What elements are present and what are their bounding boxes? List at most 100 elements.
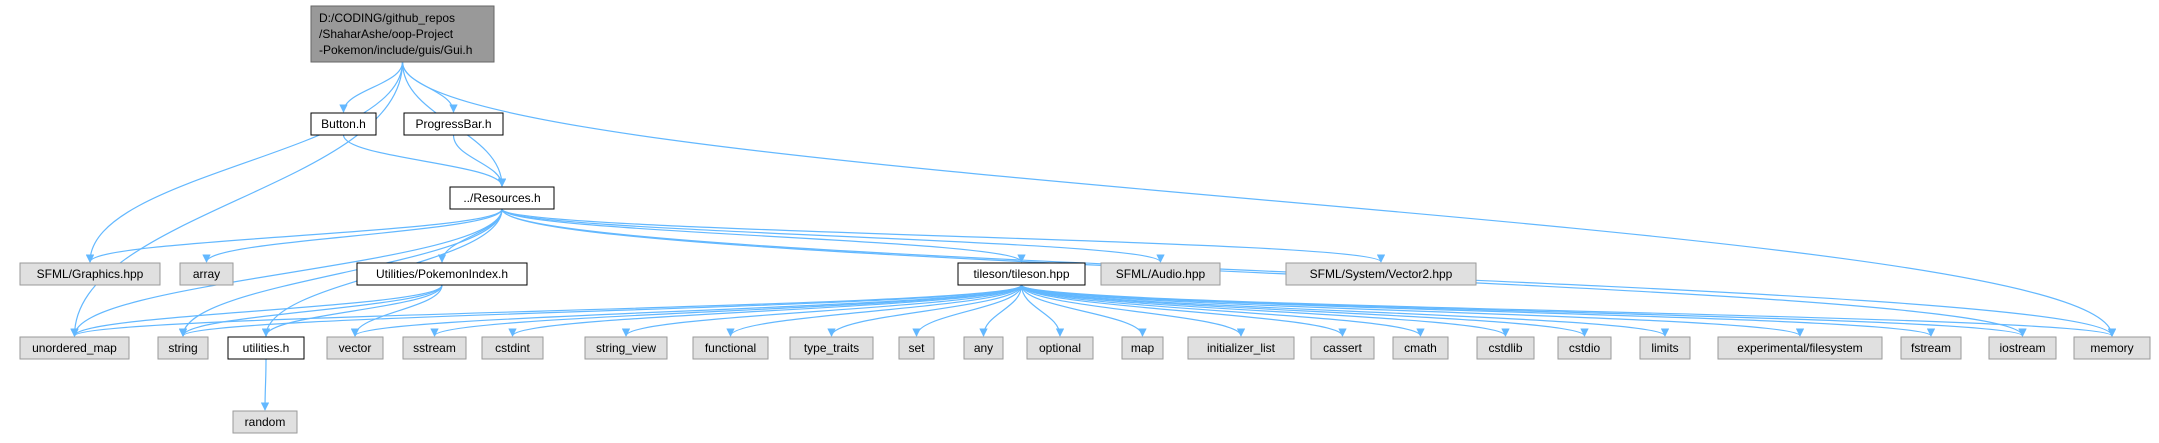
node-box <box>449 186 555 210</box>
node-resources[interactable]: ../Resources.h <box>449 186 555 210</box>
edge-tileson-to-filesystem <box>1020 284 1804 337</box>
node-box <box>1900 336 1962 360</box>
node-label-line: /ShaharAshe/oop-Project <box>319 27 454 41</box>
node-box <box>692 336 769 360</box>
node-box <box>310 112 377 136</box>
node-box <box>957 262 1086 286</box>
node-box <box>584 336 668 360</box>
node-box <box>963 336 1004 360</box>
node-box <box>1285 262 1477 286</box>
node-label: vector <box>339 341 372 355</box>
node-initializer-list: initializer_list <box>1187 336 1295 360</box>
edge-resources-to-iostream <box>501 208 2027 337</box>
node-box <box>1310 336 1375 360</box>
node-box <box>1476 336 1535 360</box>
node-box <box>1717 336 1883 360</box>
node-sfml-audio: SFML/Audio.hpp <box>1100 262 1221 286</box>
node-box <box>227 336 305 360</box>
node-gui[interactable]: D:/CODING/github_repos/ShaharAshe/oop-Pr… <box>310 5 495 63</box>
node-map: map <box>1121 336 1164 360</box>
node-type-traits: type_traits <box>789 336 874 360</box>
node-any: any <box>963 336 1004 360</box>
node-label: limits <box>1651 341 1678 355</box>
node-label: string <box>168 341 197 355</box>
node-box <box>1392 336 1449 360</box>
edge-tileson-to-vector <box>351 284 1023 337</box>
node-label: any <box>974 341 993 355</box>
node-label: Button.h <box>321 117 366 131</box>
edge-resources-to-tileson <box>501 208 1026 263</box>
node-label: iostream <box>1999 341 2045 355</box>
edge-gui-to-sfml_graphics <box>85 61 404 263</box>
node-label: set <box>908 341 925 355</box>
edge-tileson-to-cstdlib <box>1020 284 1510 337</box>
node-sfml-vector2: SFML/System/Vector2.hpp <box>1285 262 1477 286</box>
node-label: optional <box>1039 341 1081 355</box>
node-label: unordered_map <box>32 341 117 355</box>
edge-resources-to-unordered_map <box>70 208 503 337</box>
node-box <box>1121 336 1164 360</box>
node-iostream: iostream <box>1988 336 2057 360</box>
node-array: array <box>179 262 234 286</box>
node-label-line: -Pokemon/include/guis/Gui.h <box>319 43 472 57</box>
node-label: ProgressBar.h <box>415 117 491 131</box>
edge-tileson-to-set <box>912 284 1023 337</box>
node-box <box>1100 262 1221 286</box>
node-filesystem: experimental/filesystem <box>1717 336 1883 360</box>
node-box <box>789 336 874 360</box>
edge-tileson-to-string_view <box>621 284 1023 337</box>
node-tileson[interactable]: tileson/tileson.hpp <box>957 262 1086 286</box>
node-box <box>179 262 234 286</box>
node-cstdint: cstdint <box>481 336 544 360</box>
edge-resources-to-sfml_graphics <box>85 208 503 263</box>
node-label: SFML/Graphics.hpp <box>37 267 144 281</box>
edge-button-to-resources <box>342 134 507 187</box>
node-label-line: D:/CODING/github_repos <box>319 11 455 25</box>
edge-resources-to-array <box>202 208 503 263</box>
node-fstream: fstream <box>1900 336 1962 360</box>
node-box <box>157 336 209 360</box>
node-utilities[interactable]: utilities.h <box>227 336 305 360</box>
node-box <box>1639 336 1691 360</box>
edge-tileson-to-any <box>979 284 1023 337</box>
node-cassert: cassert <box>1310 336 1375 360</box>
node-box <box>1988 336 2057 360</box>
edge-tileson-to-unordered_map <box>70 284 1023 337</box>
node-set: set <box>898 336 935 360</box>
node-label: cstdio <box>1569 341 1601 355</box>
node-pokemon-index[interactable]: Utilities/PokemonIndex.h <box>356 262 528 286</box>
node-progress[interactable]: ProgressBar.h <box>403 112 504 136</box>
node-box <box>402 336 467 360</box>
edge-tileson-to-memory <box>1020 284 2116 337</box>
node-box <box>310 5 495 63</box>
edge-tileson-to-cmath <box>1020 284 1425 337</box>
edge-tileson-to-fstream <box>1020 284 1935 337</box>
edge-tileson-to-cstdio <box>1020 284 1589 337</box>
node-box <box>1187 336 1295 360</box>
node-label: array <box>193 267 220 281</box>
node-box <box>481 336 544 360</box>
edge-progress-to-resources <box>452 134 507 187</box>
node-button[interactable]: Button.h <box>310 112 377 136</box>
node-label: SFML/System/Vector2.hpp <box>1310 267 1453 281</box>
node-box <box>356 262 528 286</box>
edge-tileson-to-type_traits <box>827 284 1023 337</box>
node-cstdlib: cstdlib <box>1476 336 1535 360</box>
edge-tileson-to-limits <box>1020 284 1669 337</box>
node-string-view: string_view <box>584 336 668 360</box>
node-box <box>898 336 935 360</box>
node-unordered-map: unordered_map <box>19 336 130 360</box>
node-limits: limits <box>1639 336 1691 360</box>
node-label: tileson/tileson.hpp <box>973 267 1069 281</box>
edge-tileson-to-functional <box>726 284 1023 337</box>
node-sstream: sstream <box>402 336 467 360</box>
node-label: experimental/filesystem <box>1737 341 1862 355</box>
node-vector: vector <box>326 336 384 360</box>
node-box <box>19 336 130 360</box>
node-optional: optional <box>1026 336 1094 360</box>
node-label: Utilities/PokemonIndex.h <box>376 267 508 281</box>
node-label: fstream <box>1911 341 1951 355</box>
edge-tileson-to-map <box>1020 284 1147 337</box>
node-label: memory <box>2090 341 2133 355</box>
